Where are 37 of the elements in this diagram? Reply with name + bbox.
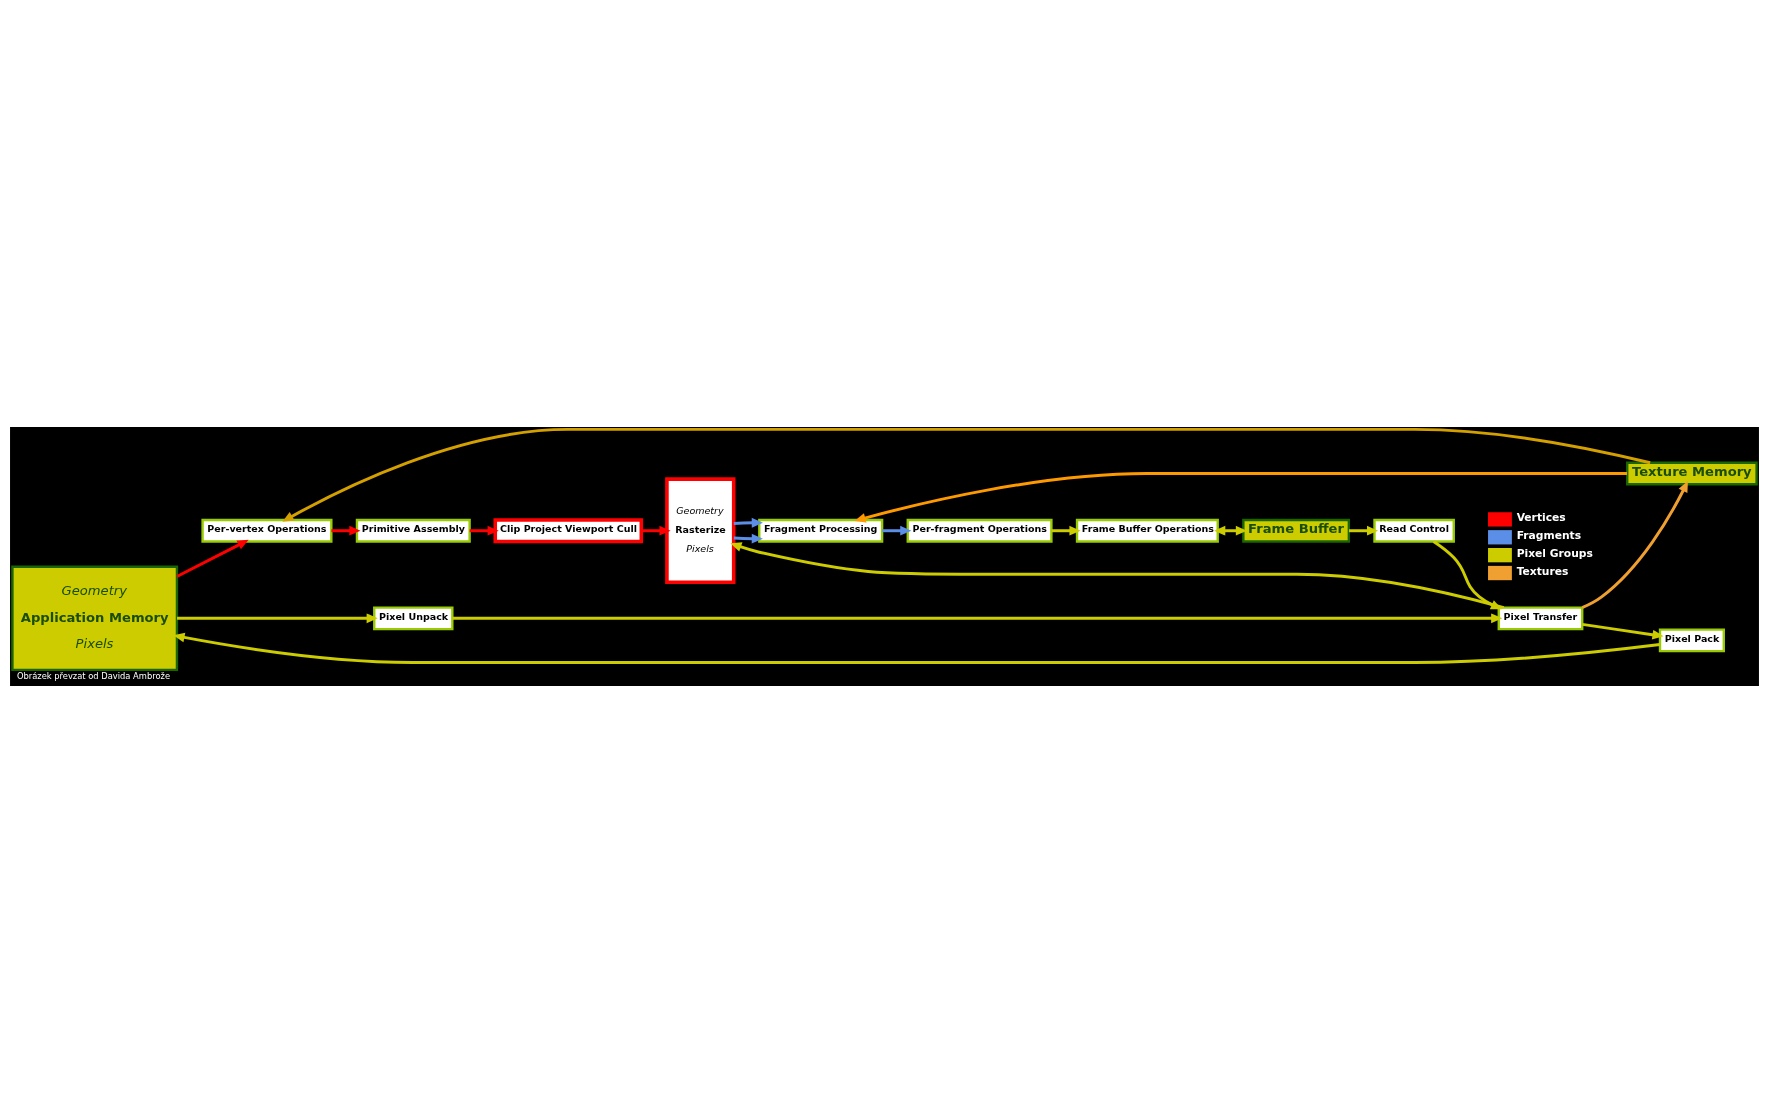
arrow (733, 517, 763, 528)
node-box: Frame Buffer (1242, 518, 1351, 543)
node-box: Frame Buffer Operations (1075, 518, 1219, 543)
arrow (176, 539, 249, 578)
arrow (1432, 540, 1502, 610)
arrow (733, 533, 763, 544)
arrow (882, 525, 912, 536)
legend-label: Pixel Groups (1516, 547, 1593, 561)
node-box: Clip Project Viewport Cull (493, 518, 644, 544)
arrow (641, 525, 671, 536)
arrow (1582, 622, 1664, 640)
arrow (469, 525, 499, 536)
arrow (1051, 525, 1081, 536)
node-box: Read Control (1373, 518, 1455, 543)
node-box: Pixel Transfer (1497, 606, 1584, 631)
node-box: Pixel Unpack (373, 606, 454, 631)
arrow (452, 613, 1503, 624)
arrow (177, 613, 378, 624)
node-box: Fragment Processing (758, 518, 884, 543)
arrow (1581, 480, 1688, 609)
node-box: Per-fragment Operations (906, 518, 1053, 543)
legend-label: Textures (1516, 565, 1569, 579)
node-box: Per-vertex Operations (201, 518, 333, 543)
node-box: Pixel Pack (1658, 628, 1725, 653)
arrow (331, 525, 361, 536)
arrow (1348, 525, 1379, 536)
caption: Obrázek převzat od Davida Ambrože (16, 670, 171, 681)
arrow (730, 542, 1505, 610)
node-box: Texture Memory (1626, 461, 1758, 486)
arrow (282, 427, 1651, 522)
node-box: Geometry Application Memory Pixels (11, 565, 179, 672)
arrow (173, 632, 1660, 664)
legend-label: Fragments (1516, 529, 1582, 543)
legend-label: Vertices (1516, 511, 1566, 525)
arrow (854, 472, 1628, 523)
node-box: Geometry Rasterize Pixels (665, 477, 736, 585)
node-box: Primitive Assembly (355, 518, 471, 543)
